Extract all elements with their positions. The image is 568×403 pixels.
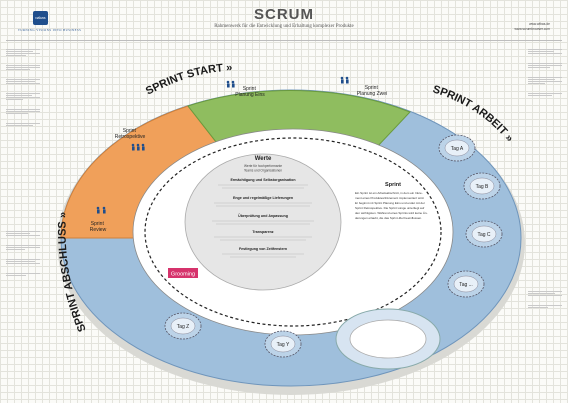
right-info-column xyxy=(528,48,562,105)
grooming-label: Grooming xyxy=(171,272,195,278)
event-retrospektive: Sprint Retrospektive xyxy=(115,128,146,140)
values-sub-2: Teams und Organisationen xyxy=(244,169,282,173)
daily-loop-inner xyxy=(349,319,427,359)
values-heading: Werte xyxy=(255,156,272,162)
day-circle-center xyxy=(469,177,495,195)
sprint-desc-line: den wichtigsten. Während eines Sprints w… xyxy=(355,211,428,215)
event-planung-zwei: Sprint Planung Zwei xyxy=(357,85,387,97)
day-label: Tag ... xyxy=(459,282,473,288)
right-info-column-lower xyxy=(528,290,562,317)
day-circle-center xyxy=(471,225,497,243)
grooming-badge xyxy=(168,268,198,278)
day-circle-center xyxy=(270,335,296,353)
cycle-arrow xyxy=(144,137,442,327)
day-circle: Tag ... xyxy=(447,270,485,298)
day-label: Tag C xyxy=(477,232,490,238)
page-subtitle: Rahmenwerk für die Entwicklung und Erhal… xyxy=(214,24,354,29)
sprint-description: Ein Sprint ist ein Arbeitsabschnitt, in … xyxy=(355,191,428,220)
day-label: Tag B xyxy=(476,184,489,190)
value-item-3: Überprüfung und Anpassung xyxy=(238,213,288,218)
left-info-column-lower xyxy=(6,230,40,285)
value-item-2: Enge und regelmäßige Lieferungen xyxy=(233,196,293,200)
value-item-1: Ermächtigung und Selbstorganisation xyxy=(230,178,295,182)
logo-text: wibas xyxy=(35,15,46,20)
day-label: Tag Z xyxy=(177,324,190,330)
day-circle: Tag B xyxy=(463,172,501,200)
day-circle: Tag Y xyxy=(264,330,302,358)
day-circle-center xyxy=(453,275,479,293)
sprint-heading: Sprint xyxy=(385,182,401,188)
day-label: Tag A xyxy=(451,146,464,152)
sprint-desc-line: ment eines Produktes/Inkrement implement… xyxy=(355,196,424,200)
sprint-desc-line: Ein Sprint ist ein Arbeitsabschnitt, in … xyxy=(355,191,423,195)
sprint-desc-line: Sprint Retrospektive. Die Sprint Länge u… xyxy=(355,206,424,210)
link-scrumbrowser[interactable]: www.scrumbrowser.com xyxy=(514,27,550,31)
value-item-5: Festlegung von Zeitfenstern xyxy=(239,247,287,251)
day-circles: Tag A Tag B Tag C Tag ... Tag Y Tag Z xyxy=(164,134,503,358)
link-wibas[interactable]: www.wibas.de xyxy=(529,22,550,26)
event-review: Sprint Review xyxy=(90,221,107,233)
value-item-4: Transparenz xyxy=(252,230,273,234)
day-circle: Tag C xyxy=(465,220,503,248)
sprint-desc-line: Er beginnt mit Sprint Planung Eins und e… xyxy=(355,201,425,205)
tagline: TURNING VISIONS INTO BUSINESS xyxy=(18,28,82,32)
day-circle: Tag A xyxy=(438,134,476,162)
day-circle-center xyxy=(170,317,196,335)
values-body-lines xyxy=(212,184,314,258)
event-planung-eins: Sprint Planung Eins xyxy=(235,86,265,98)
values-sub-1: Werte für hochperformante xyxy=(244,164,282,168)
page-title: SCRUM xyxy=(254,6,314,23)
left-info-column xyxy=(6,48,40,135)
day-circle-center xyxy=(444,139,470,157)
team-figures xyxy=(96,76,349,214)
sprint-desc-line: derungen erlaubt, die das Sprint-Ziel be… xyxy=(355,216,422,220)
phase-label-start: SPRINT START » xyxy=(144,62,233,98)
wibas-logo: wibas xyxy=(33,11,48,25)
header-links: www.wibas.de www.scrumbrowser.com xyxy=(514,22,550,32)
values-circle xyxy=(184,153,342,291)
day-circle: Tag Z xyxy=(164,312,202,340)
header-divider xyxy=(6,40,562,41)
day-label: Tag Y xyxy=(277,342,290,348)
